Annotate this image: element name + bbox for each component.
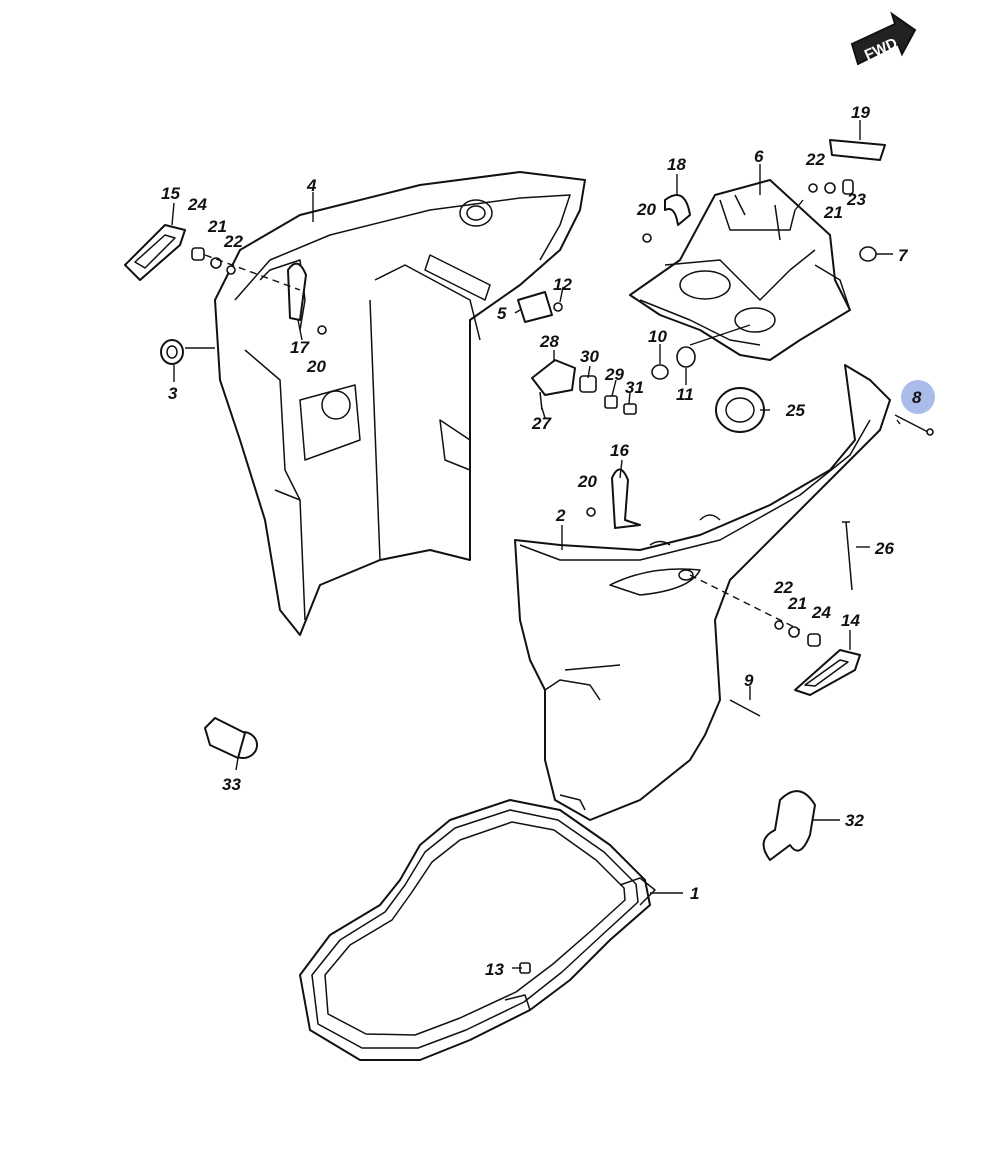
- callout-10: 10: [648, 327, 667, 346]
- bolt-9: [729, 699, 761, 717]
- callout-26: 26: [874, 539, 894, 558]
- clip-32: [762, 790, 816, 861]
- bolt-8-head: [926, 428, 934, 436]
- callout-21c: 21: [787, 594, 807, 613]
- washer-21a: [210, 257, 222, 269]
- callout-29: 29: [604, 365, 624, 384]
- grip-14: [794, 649, 861, 696]
- callout-20b: 20: [577, 472, 597, 491]
- collar-24a: [191, 247, 205, 261]
- callout-18: 18: [667, 155, 686, 174]
- screw-20a: [642, 233, 652, 243]
- ring-22a: [226, 265, 236, 275]
- screw-20b: [586, 507, 596, 517]
- callout-9: 9: [744, 671, 754, 690]
- callout-8: 8: [912, 388, 922, 407]
- callout-6: 6: [754, 147, 764, 166]
- collar-24b: [807, 633, 821, 647]
- callout-1: 1: [690, 884, 699, 903]
- nut-29: [604, 395, 618, 409]
- collar-23: [842, 179, 854, 195]
- callout-21a: 21: [207, 217, 227, 236]
- grommet-3: [160, 339, 184, 365]
- dashed-leader-15: [204, 254, 301, 291]
- grommet-25: [715, 387, 765, 433]
- callout-28: 28: [539, 332, 559, 351]
- callout-24b: 24: [811, 603, 831, 622]
- side-cover-left: [214, 171, 586, 636]
- leader-lines: [171, 120, 901, 969]
- callout-20a: 20: [636, 200, 656, 219]
- clip-16: [611, 468, 641, 529]
- bolt-31: [623, 403, 637, 415]
- callout-15: 15: [161, 184, 180, 203]
- callout-labels: 1 2 3 4 5 6 7 8 9 10 11 12 13 14 15 16 1…: [161, 103, 922, 979]
- callout-14: 14: [841, 611, 860, 630]
- plug-33: [204, 717, 258, 759]
- washer-21b: [824, 182, 836, 194]
- grip-15: [124, 224, 186, 281]
- plate-19: [829, 139, 886, 161]
- bottom-seal: [299, 799, 656, 1061]
- screw-20c: [317, 325, 327, 335]
- callout-33: 33: [222, 775, 241, 794]
- callout-21b: 21: [823, 203, 843, 222]
- callout-23: 23: [846, 190, 866, 209]
- bracket-5: [517, 291, 553, 323]
- callout-3: 3: [168, 384, 178, 403]
- washer-10: [651, 364, 669, 380]
- screw-12: [553, 302, 563, 312]
- bolt-8: [894, 414, 929, 433]
- callout-20c: 20: [306, 357, 326, 376]
- clip-17: [287, 262, 307, 321]
- callout-32: 32: [845, 811, 864, 830]
- callout-19: 19: [851, 103, 870, 122]
- callout-12: 12: [553, 275, 572, 294]
- callout-2: 2: [555, 506, 566, 525]
- callout-31: 31: [625, 378, 644, 397]
- bolt-26: [842, 521, 853, 591]
- side-cover-right: [514, 364, 891, 821]
- callout-13: 13: [485, 960, 504, 979]
- washer-21c: [788, 626, 800, 638]
- callout-24a: 24: [187, 195, 207, 214]
- callout-27: 27: [531, 414, 552, 433]
- callout-11: 11: [676, 385, 694, 404]
- callout-30: 30: [580, 347, 599, 366]
- fwd-arrow-icon: FWD: [850, 11, 917, 66]
- screw-7: [859, 246, 877, 262]
- callout-22b: 22: [805, 150, 825, 169]
- callout-7: 7: [898, 246, 909, 265]
- spacer-30: [579, 375, 597, 393]
- callout-4: 4: [306, 176, 317, 195]
- grommet-11: [676, 346, 696, 368]
- ring-22b: [808, 183, 818, 193]
- top-bracket: [629, 179, 851, 361]
- clip-18: [664, 194, 691, 226]
- highlight-part-8: [901, 380, 935, 414]
- callout-5: 5: [497, 304, 507, 323]
- dashed-leader-14: [689, 574, 801, 631]
- callout-16: 16: [610, 441, 629, 460]
- callout-25: 25: [785, 401, 805, 420]
- callout-22c: 22: [773, 578, 793, 597]
- callout-17: 17: [290, 338, 310, 357]
- callout-22a: 22: [223, 232, 243, 251]
- ring-22c: [774, 620, 784, 630]
- screw-27: [539, 391, 543, 411]
- bracket-28: [531, 359, 576, 396]
